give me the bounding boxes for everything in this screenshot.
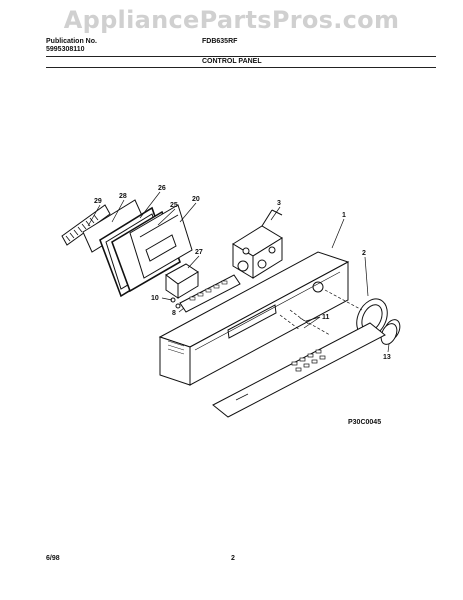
callout-27: 27 — [195, 249, 203, 256]
leader-lines — [87, 191, 390, 353]
callout-1: 1 — [342, 212, 346, 219]
callout-20: 20 — [192, 196, 200, 203]
model-number: FDB635RF — [202, 38, 238, 45]
watermark: AppliancePartsPros.com — [63, 6, 400, 34]
footer-date: 6/98 — [46, 555, 60, 562]
callout-28: 28 — [119, 193, 127, 200]
publication-label: Publication No. — [46, 38, 97, 45]
callout-10: 10 — [151, 295, 159, 302]
part-13-knob — [380, 319, 401, 345]
front-overlay — [212, 322, 386, 418]
section-title: CONTROL PANEL — [202, 58, 262, 65]
callout-labels: 29 28 26 25 20 3 1 27 10 8 2 11 13 P30C0… — [94, 185, 391, 426]
callout-8: 8 — [172, 310, 176, 317]
assembly-lines — [279, 289, 363, 336]
part-20-overlay — [129, 204, 193, 279]
callout-26: 26 — [158, 185, 166, 192]
callout-29: 29 — [94, 198, 102, 205]
part-1-control-panel — [158, 251, 350, 386]
part-29-vent-bezel — [61, 204, 111, 246]
header-rule — [46, 56, 436, 57]
callout-3: 3 — [277, 200, 281, 207]
page-number: 2 — [231, 555, 235, 562]
figure-code: P30C0045 — [348, 419, 381, 426]
callout-25: 25 — [170, 202, 178, 209]
publication-number: 5995308110 — [46, 46, 85, 53]
part-27-relay — [165, 263, 199, 299]
section-rule — [46, 67, 436, 68]
callout-13: 13 — [383, 354, 391, 361]
part-3-timer — [232, 209, 283, 279]
callout-11: 11 — [322, 314, 330, 321]
part-2-knob-ring — [356, 298, 388, 338]
callout-2: 2 — [362, 250, 366, 257]
part-8-switch-board — [170, 274, 241, 313]
